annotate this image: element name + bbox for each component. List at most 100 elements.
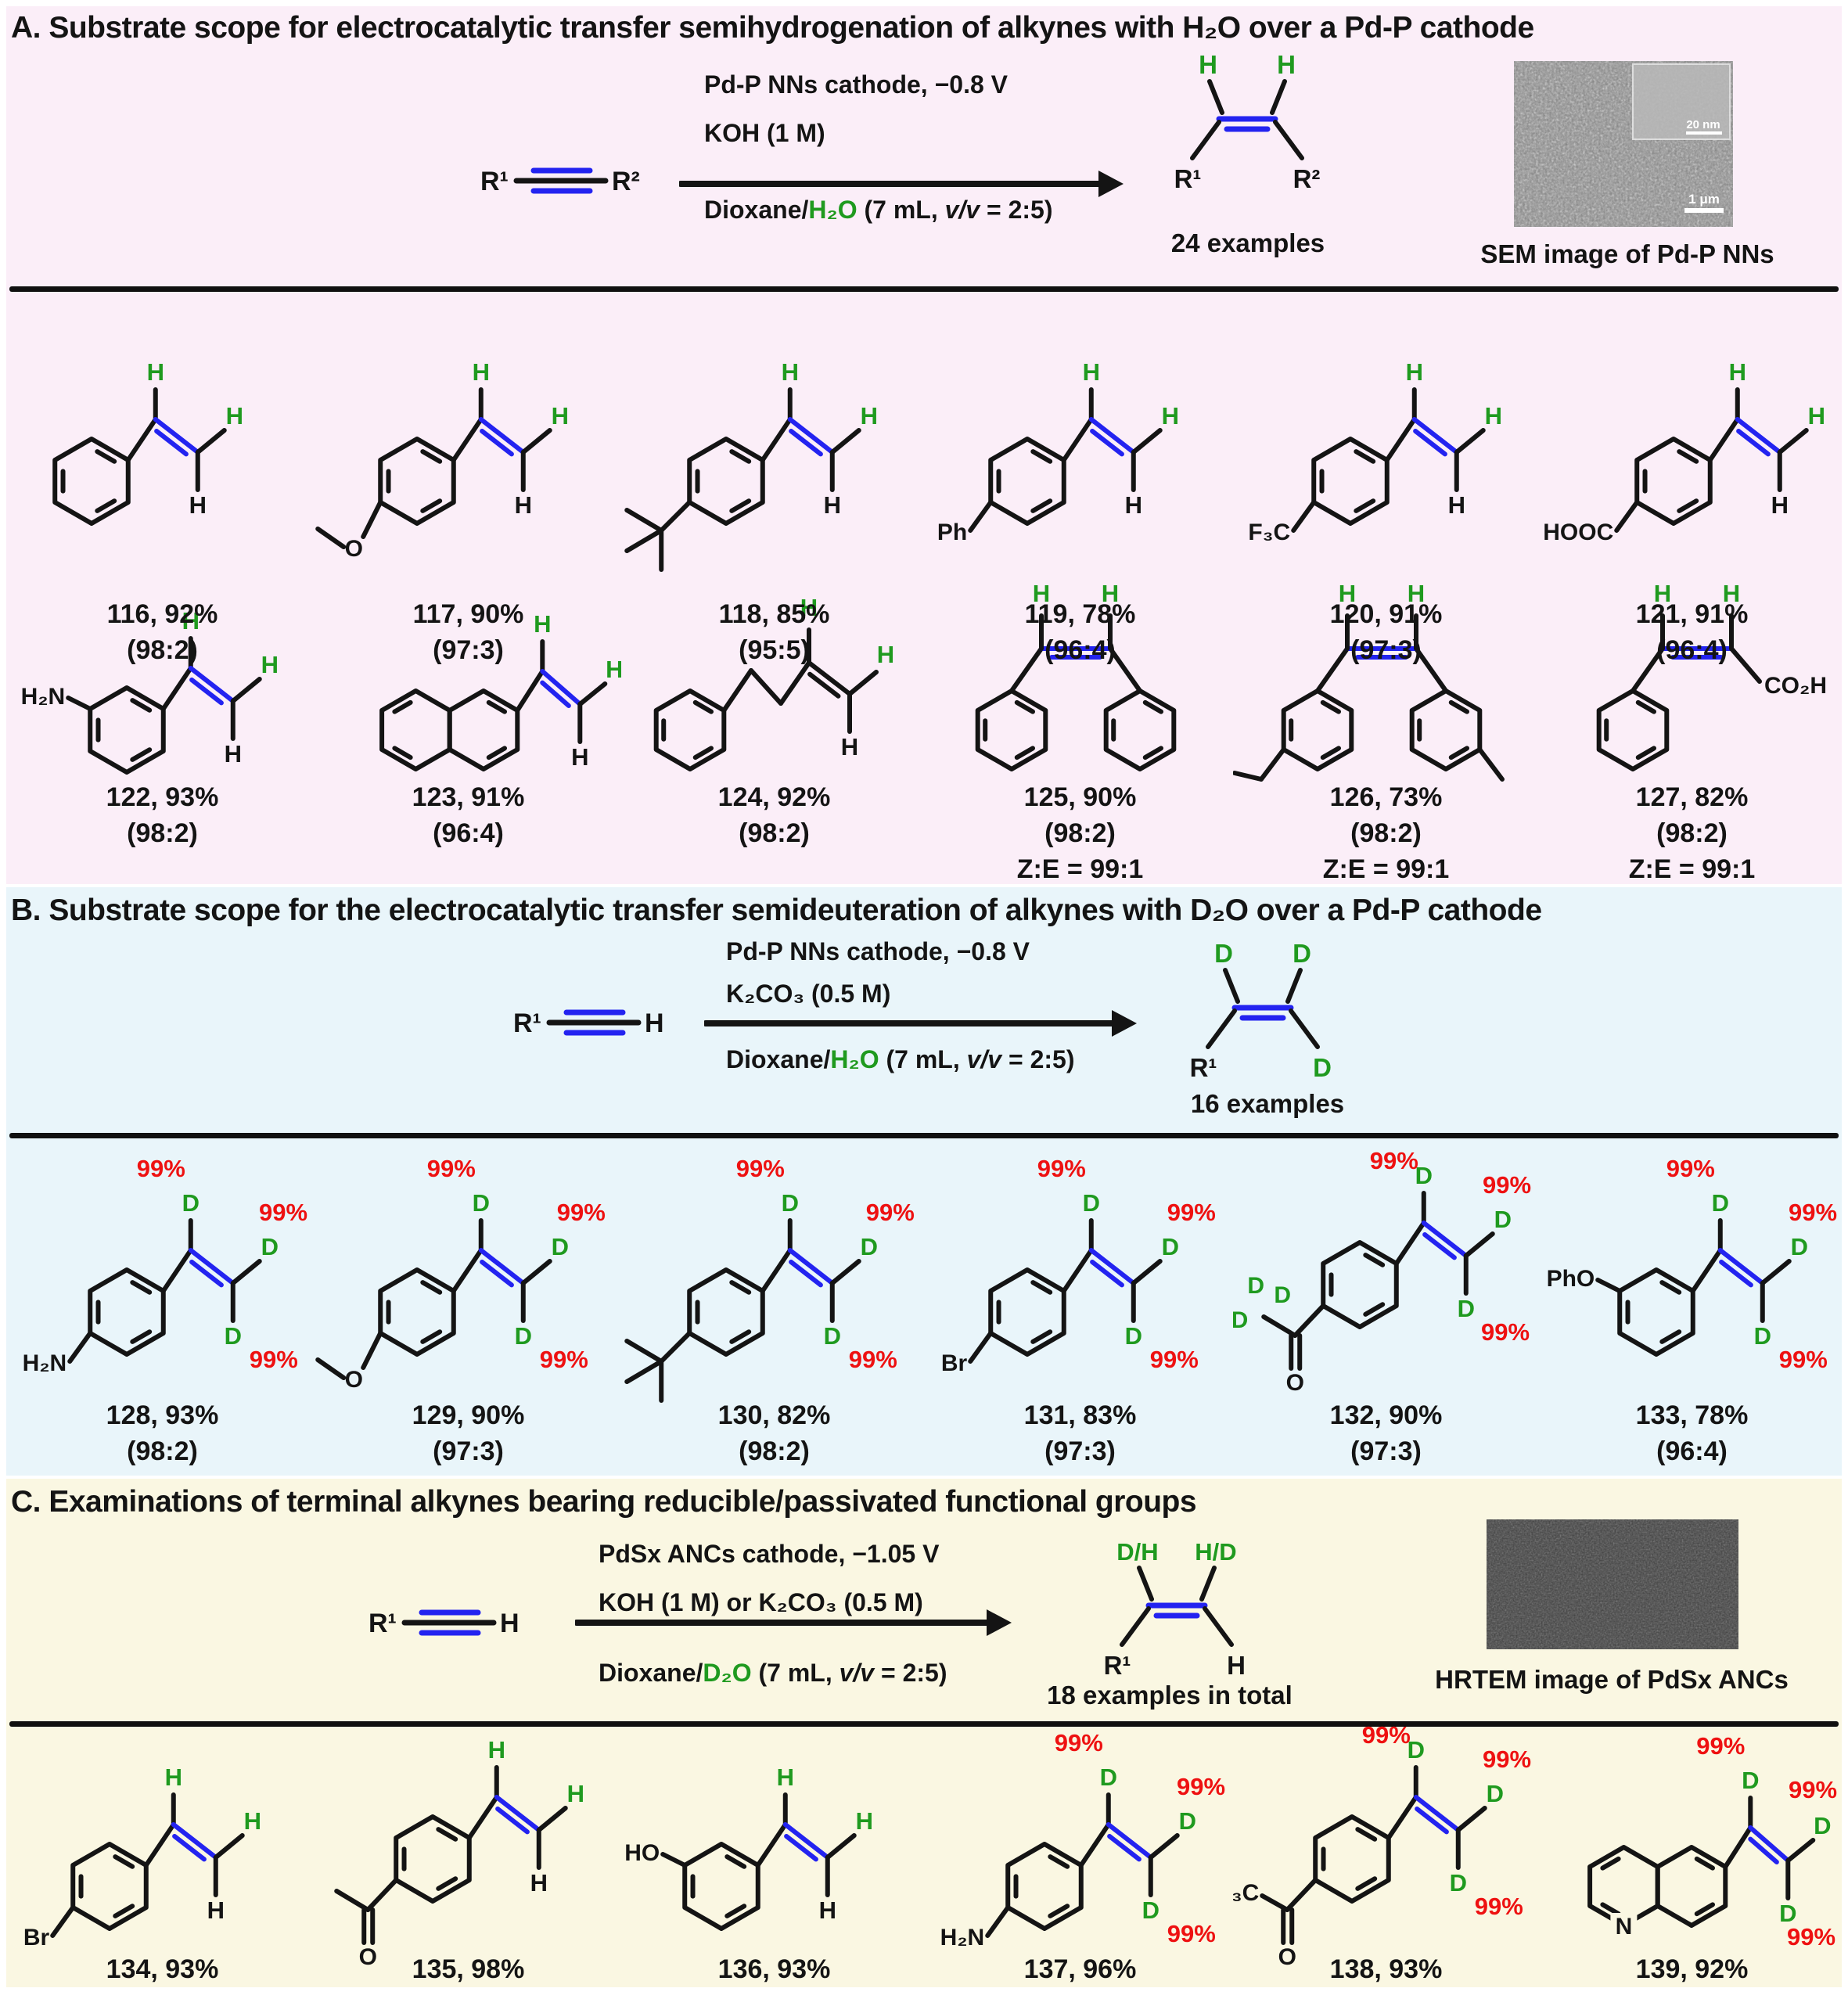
svg-text:H: H [534, 610, 551, 638]
svg-text:R¹: R¹ [1104, 1651, 1131, 1680]
svg-text:H: H [189, 491, 207, 519]
svg-text:D: D [182, 1189, 200, 1217]
svg-text:99%: 99% [1177, 1773, 1225, 1800]
svg-text:D: D [1083, 1189, 1100, 1217]
svg-text:D: D [824, 1322, 841, 1350]
svg-text:99%: 99% [736, 1155, 785, 1182]
svg-text:R¹: R¹ [513, 1008, 541, 1038]
svg-text:D: D [1450, 1869, 1467, 1897]
svg-text:99%: 99% [250, 1346, 298, 1373]
compound-caption: Z:E = 99:1 [1628, 854, 1756, 884]
svg-text:H: H [782, 358, 799, 386]
substrate-alkyne-a: R¹ R² [468, 160, 648, 205]
compound-caption: 119, 78% [1024, 599, 1136, 629]
svg-text:O: O [1278, 1944, 1296, 1970]
svg-text:D: D [1162, 1233, 1179, 1260]
svg-text:N: N [1616, 1914, 1633, 1940]
compound-caption: 137, 96% [1023, 1954, 1137, 1984]
svg-text:H: H [606, 656, 621, 683]
svg-text:99%: 99% [1779, 1346, 1828, 1373]
svg-text:99%: 99% [1481, 1318, 1530, 1346]
compound-caption: Z:E = 99:1 [1322, 854, 1450, 884]
svg-text:Br: Br [23, 1925, 50, 1950]
panel-b-title: B. Substrate scope for the electrocataly… [11, 893, 1542, 927]
svg-text:R¹: R¹ [480, 167, 509, 196]
examples-count-b: 16 examples [1190, 1089, 1345, 1118]
examples-count-a: 24 examples [1170, 228, 1325, 257]
svg-text:99%: 99% [1789, 1199, 1837, 1226]
svg-text:D: D [1179, 1807, 1196, 1835]
sem-inset-scalebar-label: 20 nm [1686, 118, 1720, 131]
svg-text:H: H [1339, 580, 1356, 607]
svg-text:H: H [261, 651, 279, 678]
svg-text:H: H [861, 402, 878, 430]
substrate-alkyne-c: R¹ H [356, 1602, 536, 1647]
compound-caption: 120, 91% [1329, 599, 1443, 629]
svg-text:99%: 99% [540, 1346, 588, 1373]
svg-text:H: H [1227, 1651, 1246, 1680]
svg-text:H₂N: H₂N [21, 684, 66, 710]
svg-text:H: H [244, 1807, 261, 1835]
svg-text:H: H [207, 1897, 225, 1924]
svg-text:H: H [571, 743, 588, 771]
svg-text:H: H [473, 358, 490, 386]
compound-caption: Z:E = 99:1 [1016, 854, 1144, 884]
svg-text:99%: 99% [1167, 1199, 1216, 1226]
svg-text:H: H [1448, 491, 1465, 519]
svg-text:H: H [824, 491, 841, 519]
svg-text:H: H [1485, 402, 1502, 430]
svg-text:D: D [225, 1322, 242, 1350]
divider-b [9, 1133, 1839, 1138]
svg-text:99%: 99% [1167, 1920, 1216, 1947]
svg-text:99%: 99% [866, 1199, 915, 1226]
svg-text:D: D [1791, 1233, 1808, 1260]
svg-text:R²: R² [1293, 164, 1321, 193]
svg-text:HOOC: HOOC [1543, 520, 1613, 545]
divider-a [9, 286, 1839, 292]
svg-text:R¹: R¹ [369, 1609, 397, 1638]
panel-b [6, 887, 1842, 1476]
compound-caption: (96:4) [1044, 635, 1116, 665]
svg-text:H: H [1033, 580, 1050, 607]
svg-text:D: D [1779, 1900, 1796, 1927]
svg-text:H: H [1723, 580, 1740, 607]
svg-text:D: D [261, 1233, 279, 1260]
compound-caption: 126, 73% [1329, 782, 1443, 812]
sem-scalebar-label: 1 μm [1688, 192, 1720, 207]
svg-text:H: H [777, 1764, 794, 1791]
conditions-b-line2: K₂CO₃ (0.5 M) [726, 980, 891, 1008]
svg-text:O: O [359, 1944, 377, 1970]
svg-text:H: H [500, 1609, 520, 1638]
compound-structure: HHH [653, 594, 894, 771]
svg-text:H: H [1102, 580, 1119, 607]
compound-caption: 133, 78% [1635, 1400, 1749, 1430]
svg-text:D₃C: D₃C [1233, 1880, 1259, 1906]
compound-caption: 136, 93% [717, 1954, 831, 1984]
svg-text:99%: 99% [1055, 1729, 1103, 1756]
compound-caption: (98:2) [127, 818, 198, 848]
svg-text:D: D [861, 1233, 878, 1260]
panel-a-title: A. Substrate scope for electrocatalytic … [11, 11, 1534, 45]
svg-text:D: D [1494, 1206, 1512, 1233]
compound-caption: 123, 91% [412, 782, 525, 812]
svg-text:H: H [800, 594, 818, 621]
svg-text:D: D [1247, 1273, 1264, 1299]
svg-text:D: D [1142, 1897, 1159, 1924]
svg-text:R²: R² [612, 167, 640, 196]
sem-image: 20 nm 1 μm [1514, 61, 1733, 231]
svg-text:H: H [225, 740, 242, 768]
